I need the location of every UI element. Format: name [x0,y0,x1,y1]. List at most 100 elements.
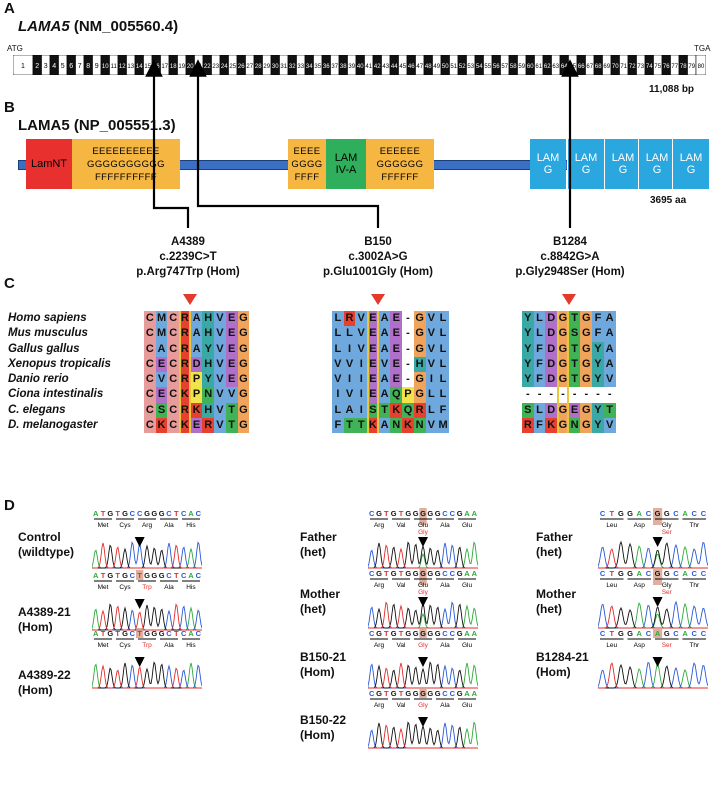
protein-name: LAMA5 [18,117,70,134]
residue: L [533,311,546,327]
sample-label: A4389-21(Hom) [18,605,71,635]
variant-highlight [136,628,144,638]
base-call: G [376,689,382,698]
residue: S [367,402,379,419]
residue: E [225,356,238,373]
base-call: A [464,569,470,578]
sample-label-line: Control [18,530,61,544]
sample-label-line: B150-21 [300,650,347,664]
residue: C [167,372,180,388]
base-call: G [151,629,157,638]
exon-label: 27 [246,64,253,70]
sample-label-line: A4389-22 [18,668,71,682]
residue: - [402,311,414,327]
base-call: G [427,569,433,578]
lam-g-label: LAM [536,152,560,164]
base-call: G [405,509,411,518]
residue: V [332,372,344,388]
base-call: C [166,509,172,518]
base-call: C [701,629,707,638]
base-call: C [450,689,456,698]
residue: G [237,418,250,434]
sample-label: B150-22(Hom) [300,713,346,743]
exon-label: 48 [425,64,432,70]
exon-label: 43 [382,64,389,70]
residue: G [557,356,569,373]
base-call: C [369,569,375,578]
protein-accession: (NP_005551.3) [73,117,176,134]
exon-label: 37 [331,64,338,70]
base-call: T [174,571,179,580]
exon-label: 34 [306,64,313,70]
lam-g-label: G [543,164,553,176]
exon-label: 70 [612,64,619,70]
base-call: A [188,571,194,580]
exon-label: 60 [527,64,534,70]
base-call: A [637,509,643,518]
amino-acid: Ala [164,584,174,591]
residue: E [390,326,403,342]
exon-label: 40 [357,64,364,70]
base-call: A [93,571,99,580]
amino-acid: Ala [440,582,450,589]
amino-acid: Glu [462,522,473,529]
exon-label: 26 [238,64,245,70]
base-call: C [692,509,698,518]
sample-label: Father(het) [536,530,573,560]
residue: A [378,418,391,434]
residue: L [437,341,449,357]
base-call: C [130,509,136,518]
residue: E [155,387,168,403]
residue: E [225,372,238,388]
amino-acid: Cys [119,584,131,591]
amino-acid: Asp [634,642,646,649]
residue: R [179,356,191,373]
base-call: G [405,629,411,638]
lamnt-label: LamNT [30,158,68,170]
mutation-b1284: B1284 c.8842G>A p.Gly2948Ser (Hom) [495,235,645,280]
residue: Y [592,372,604,388]
lam-g-label: G [581,164,591,176]
base-call: C [369,629,375,638]
residue: G [557,326,569,342]
residue: V [355,326,368,342]
exon-label: 31 [280,64,287,70]
base-call: G [122,571,128,580]
exon-label: 44 [391,64,398,70]
exon-label: 79 [688,64,695,70]
egf2-line1: EEEE [293,145,321,157]
residue: E [568,402,581,419]
exon-label: 38 [340,64,347,70]
exon-label: 67 [586,64,593,70]
amino-acid: Ala [440,702,450,709]
base-call: T [384,629,389,638]
residue: G [237,356,250,373]
base-call: G [122,629,128,638]
exon-label: 75 [654,64,661,70]
gene-title: LAMA5 (NM_005560.4) [18,18,178,35]
residue: C [167,387,180,403]
base-call: G [159,509,165,518]
residue: Y [592,418,604,434]
residue: R [522,418,534,434]
base-call: G [159,571,165,580]
residue: R [179,326,191,342]
exon-label: 71 [620,64,627,70]
exon-label: 7 [78,63,82,70]
residue: D [545,402,558,419]
exon-label: 78 [680,64,687,70]
egf2-line2: GGGG [291,158,323,170]
amino-acid: Trp [142,642,152,649]
residue: G [580,402,593,419]
residue: Y [522,311,534,327]
egf1-line2: GGGGGGGGGG [87,158,165,170]
base-call: C [442,689,448,698]
residue: T [568,311,581,327]
residue: C [167,326,180,342]
residue: A [155,341,168,357]
lam-g-label: LAM [645,152,669,164]
residue: L [332,341,344,357]
